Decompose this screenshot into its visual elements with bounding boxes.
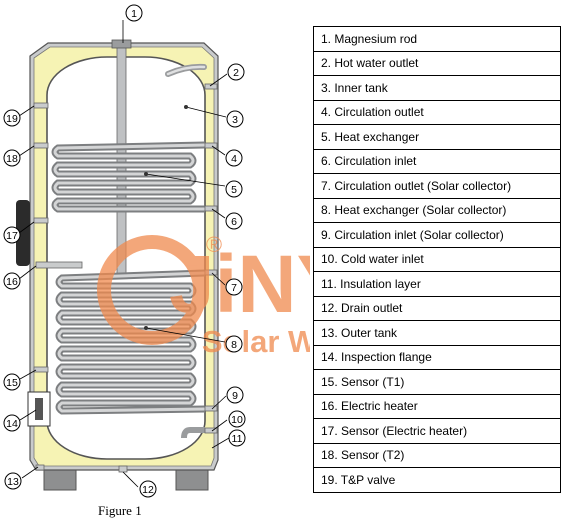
svg-text:14: 14 [6,418,18,430]
legend-cell: 1. Magnesium rod [313,26,561,52]
cold-water-inlet-pipe [181,427,205,439]
callout-5: 5 [225,180,243,198]
legend-cell: 12. Drain outlet [313,295,561,321]
legend-cell: 8. Heat exchanger (Solar collector) [313,197,561,223]
legend-row: 11. Insulation layer [313,271,561,297]
magnesium-rod-cap [111,39,132,49]
callout-3: 3 [226,110,244,128]
legend-row: 13. Outer tank [313,320,561,346]
figure-caption: Figure 1 [98,503,142,518]
legend-cell: 2. Hot water outlet [313,50,561,76]
svg-text:1: 1 [131,8,137,20]
callout-12: 12 [139,480,157,498]
legend-row: 6. Circulation inlet [313,148,561,174]
watermark-tagline: Solar Water Heater [202,324,310,359]
callout-4: 4 [225,149,243,167]
svg-text:2: 2 [233,67,239,79]
legend-cell: 17. Sensor (Electric heater) [313,418,561,444]
parts-legend-table: 1. Magnesium rod 2. Hot water outlet 3. … [313,26,561,493]
callout-18: 18 [3,149,21,167]
legend-row: 19. T&P valve [313,467,561,493]
callout-9: 9 [226,386,244,404]
legend-cell: 5. Heat exchanger [313,124,561,150]
callout-2: 2 [227,63,245,81]
electric-heater-sensor-box [16,200,30,266]
callouts: 1 2 3 4 5 6 7 8 9 10 11 12 13 14 15 16 1… [3,4,246,498]
legend-cell: 13. Outer tank [313,320,561,346]
legend-cell: 4. Circulation outlet [313,99,561,125]
svg-text:10: 10 [231,414,243,426]
tank-foot-right [175,467,209,491]
legend-row: 18. Sensor (T2) [313,442,561,468]
callout-17: 17 [3,226,21,244]
leader-lines [18,20,230,488]
svg-text:3: 3 [232,114,238,126]
electric-heater [35,261,83,269]
legend-row: 2. Hot water outlet [313,50,561,76]
legend-cell: 11. Insulation layer [313,271,561,297]
legend-cell: 3. Inner tank [313,75,561,101]
legend-row: 8. Heat exchanger (Solar collector) [313,197,561,223]
water-tank-diagram: JiNYi ® Solar Water Heater 1 2 3 4 [3,4,310,498]
upper-heat-exchanger [51,141,206,213]
callout-7: 7 [225,278,243,296]
legend-cell: 15. Sensor (T1) [313,369,561,395]
svg-text:6: 6 [231,216,237,228]
tank-foot-left [43,467,77,491]
legend-row: 16. Electric heater [313,393,561,419]
legend-row: 9. Circulation inlet (Solar collector) [313,222,561,248]
svg-text:15: 15 [6,377,18,389]
callout-11: 11 [228,429,246,447]
solar-heat-exchanger [55,269,206,415]
callout-15: 15 [3,373,21,391]
legend-row: 3. Inner tank [313,75,561,101]
legend-cell: 16. Electric heater [313,393,561,419]
callout-6: 6 [225,212,243,230]
callout-19: 19 [3,109,21,127]
legend-cell: 10. Cold water inlet [313,246,561,272]
port-stubs [33,83,218,473]
svg-text:19: 19 [6,113,18,125]
legend-cell: 6. Circulation inlet [313,148,561,174]
svg-text:8: 8 [231,339,237,351]
legend-row: 12. Drain outlet [313,295,561,321]
legend-row: 5. Heat exchanger [313,124,561,150]
legend-cell: 7. Circulation outlet (Solar collector) [313,173,561,199]
legend-row: 4. Circulation outlet [313,99,561,125]
svg-text:12: 12 [142,484,154,496]
svg-text:4: 4 [231,153,237,165]
legend-row: 14. Inspection flange [313,344,561,370]
callout-10: 10 [228,410,246,428]
callout-8: 8 [225,335,243,353]
legend-row: 15. Sensor (T1) [313,369,561,395]
legend-cell: 9. Circulation inlet (Solar collector) [313,222,561,248]
callout-13: 13 [4,472,22,490]
svg-text:13: 13 [7,476,19,488]
svg-text:17: 17 [6,230,18,242]
svg-text:9: 9 [232,390,238,402]
callout-14: 14 [3,414,21,432]
svg-text:16: 16 [6,276,18,288]
legend-row: 17. Sensor (Electric heater) [313,418,561,444]
callout-1: 1 [125,4,143,22]
watermark: JiNYi ® Solar Water Heater [97,232,310,359]
watermark-registered: ® [206,232,222,257]
legend-row: 10. Cold water inlet [313,246,561,272]
callout-16: 16 [3,272,21,290]
legend-cell: 19. T&P valve [313,467,561,493]
svg-text:18: 18 [6,153,18,165]
legend-row: 7. Circulation outlet (Solar collector) [313,173,561,199]
legend-row: 1. Magnesium rod [313,26,561,52]
svg-text:5: 5 [231,184,237,196]
legend-cell: 14. Inspection flange [313,344,561,370]
svg-text:11: 11 [232,433,243,445]
svg-text:7: 7 [231,282,237,294]
legend-cell: 18. Sensor (T2) [313,442,561,468]
